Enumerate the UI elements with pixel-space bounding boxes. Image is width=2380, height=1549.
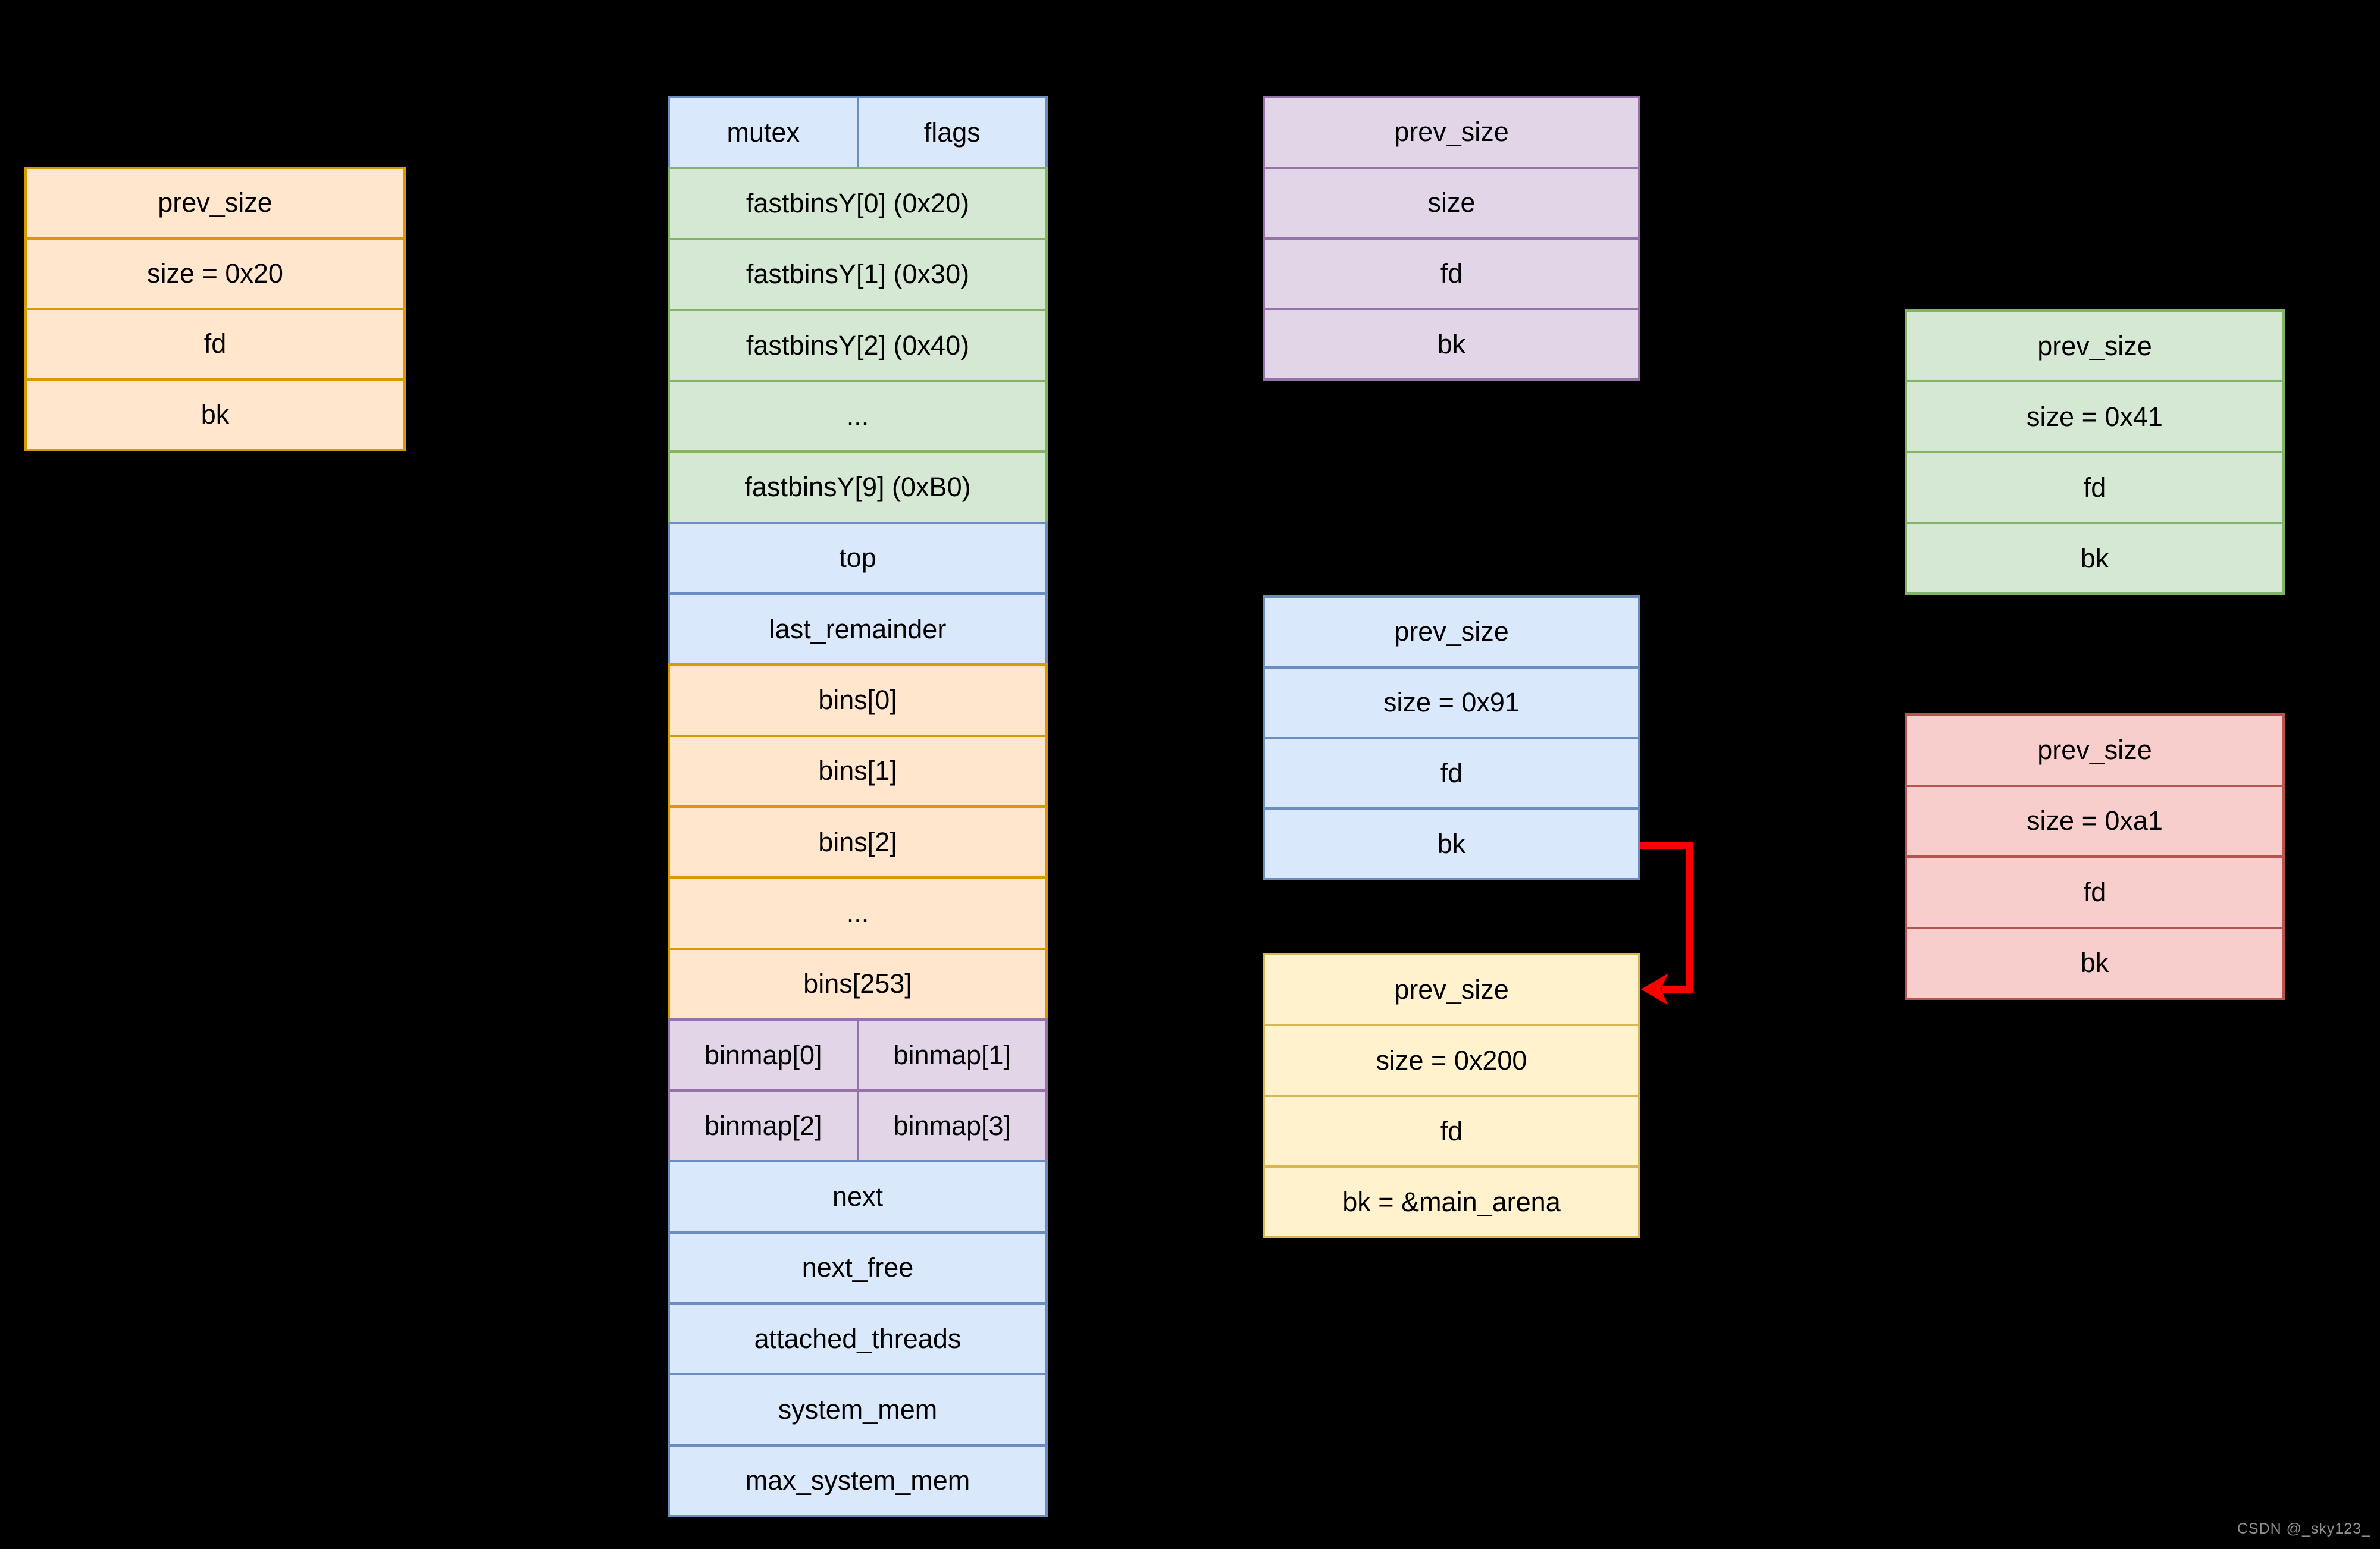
field-bk-main-arena: bk = &main_arena xyxy=(1263,1165,1640,1238)
arena-row-bins-0: bins[0] xyxy=(668,663,1048,737)
arena-row-fastbinsY-9: fastbinsY[9] (0xB0) xyxy=(668,450,1048,524)
arena-row-bins-253: bins[253] xyxy=(668,947,1048,1021)
arena-row-fastbinsY-1: fastbinsY[1] (0x30) xyxy=(668,237,1048,311)
chunk-0x200-box: prev_size size = 0x200 fd bk = &main_are… xyxy=(1263,953,1640,1238)
watermark: CSDN @_sky123_ xyxy=(2237,1520,2370,1537)
arena-row-bins-2: bins[2] xyxy=(668,805,1048,879)
field-bk: bk xyxy=(24,378,406,451)
field-fd: fd xyxy=(1263,736,1640,810)
arena-row-system-mem: system_mem xyxy=(668,1373,1048,1447)
arena-row-next: next xyxy=(668,1160,1048,1234)
arena-row-binmap-23: binmap[2] binmap[3] xyxy=(668,1089,1048,1163)
arena-row-mutex-flags: mutex flags xyxy=(668,96,1048,170)
field-prev-size: prev_size xyxy=(1905,309,2285,382)
field-size: size xyxy=(1263,166,1640,240)
arena-cell-mutex: mutex xyxy=(726,117,800,148)
arena-row-top: top xyxy=(668,521,1048,595)
field-prev-size: prev_size xyxy=(1905,713,2285,787)
arena-row-last-remainder: last_remainder xyxy=(668,592,1048,666)
arena-cell-binmap-0: binmap[0] xyxy=(704,1039,822,1070)
chunk-0x20-box: prev_size size = 0x20 fd bk xyxy=(24,167,406,451)
field-size: size = 0xa1 xyxy=(1905,784,2285,858)
arena-row-bins-ellipsis: ... xyxy=(668,876,1048,950)
field-bk: bk xyxy=(1263,308,1640,381)
arena-row-binmap-01: binmap[0] binmap[1] xyxy=(668,1018,1048,1092)
arena-cell-binmap-2: binmap[2] xyxy=(704,1110,822,1141)
field-size: size = 0x20 xyxy=(24,237,406,310)
arena-row-bins-1: bins[1] xyxy=(668,734,1048,808)
chunk-0xa1-box: prev_size size = 0xa1 fd bk xyxy=(1905,713,2285,1000)
field-prev-size: prev_size xyxy=(1263,96,1640,169)
field-fd: fd xyxy=(1905,855,2285,929)
field-size: size = 0x200 xyxy=(1263,1024,1640,1097)
field-fd: fd xyxy=(1905,451,2285,524)
field-bk: bk xyxy=(1905,522,2285,595)
field-fd: fd xyxy=(24,308,406,381)
arena-row-max-system-mem: max_system_mem xyxy=(668,1444,1048,1517)
field-fd: fd xyxy=(1263,237,1640,311)
arena-row-next-free: next_free xyxy=(668,1231,1048,1305)
field-prev-size: prev_size xyxy=(24,167,406,240)
field-fd: fd xyxy=(1263,1095,1640,1168)
arena-cell-binmap-3: binmap[3] xyxy=(856,1092,1046,1161)
chunk-0x91-box: prev_size size = 0x91 fd bk xyxy=(1263,595,1640,880)
chunk-purple-box: prev_size size fd bk xyxy=(1263,96,1640,381)
arena-row-fastbinsY-0: fastbinsY[0] (0x20) xyxy=(668,167,1048,240)
field-size: size = 0x91 xyxy=(1263,666,1640,739)
field-bk: bk xyxy=(1263,807,1640,880)
field-prev-size: prev_size xyxy=(1263,953,1640,1026)
arena-row-attached-threads: attached_threads xyxy=(668,1302,1048,1376)
arena-row-fastbinsY-ellipsis: ... xyxy=(668,380,1048,453)
arena-cell-flags: flags xyxy=(856,98,1046,167)
arena-cell-binmap-1: binmap[1] xyxy=(856,1020,1046,1090)
field-prev-size: prev_size xyxy=(1263,595,1640,669)
field-bk: bk xyxy=(1905,926,2285,1000)
field-size: size = 0x41 xyxy=(1905,380,2285,453)
chunk-0x41-box: prev_size size = 0x41 fd bk xyxy=(1905,309,2285,595)
main-arena-struct: mutex flags fastbinsY[0] (0x20) fastbins… xyxy=(668,96,1048,1517)
arena-row-fastbinsY-2: fastbinsY[2] (0x40) xyxy=(668,308,1048,382)
